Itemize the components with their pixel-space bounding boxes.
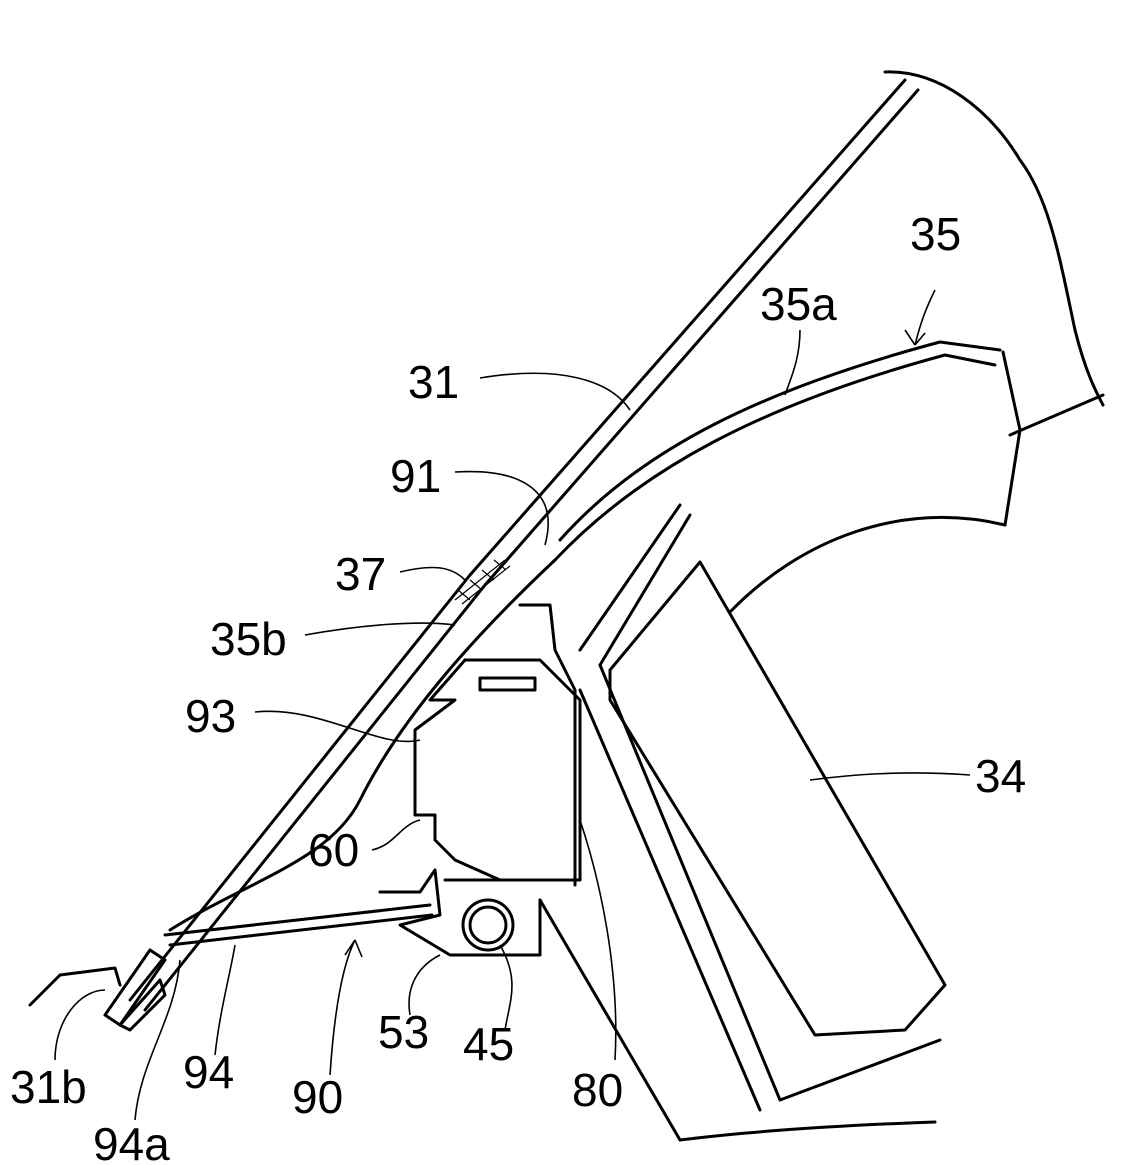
label-45: 45 (463, 1018, 514, 1070)
arrow-35-head (904, 329, 926, 346)
label-94: 94 (183, 1046, 234, 1098)
seal-37 (454, 559, 511, 605)
label-35: 35 (910, 208, 961, 260)
label-91: 91 (390, 450, 441, 502)
label-31b: 31b (10, 1061, 87, 1113)
label-34: 34 (975, 750, 1026, 802)
label-35b: 35b (210, 613, 287, 665)
duct-80 (538, 503, 942, 1142)
component-34 (608, 560, 947, 1037)
windshield-31 (128, 78, 920, 1012)
label-60: 60 (308, 824, 359, 876)
arrow-90-head (344, 939, 363, 958)
label-93: 93 (185, 690, 236, 742)
label-53: 53 (378, 1006, 429, 1058)
bracket-60 (413, 603, 582, 887)
pipe-45-inner (468, 905, 508, 945)
lower-panel-94 (28, 903, 434, 1032)
label-31: 31 (408, 356, 459, 408)
leader-lines (54, 289, 971, 1121)
pipe-45 (461, 898, 515, 952)
member-53 (378, 868, 542, 957)
instrument-panel-35 (168, 340, 1022, 932)
label-35a: 35a (760, 278, 837, 330)
label-94a: 94a (93, 1118, 170, 1165)
label-37: 37 (335, 548, 386, 600)
label-80: 80 (572, 1064, 623, 1116)
outer-body-outline (883, 70, 1105, 437)
label-90: 90 (292, 1071, 343, 1123)
